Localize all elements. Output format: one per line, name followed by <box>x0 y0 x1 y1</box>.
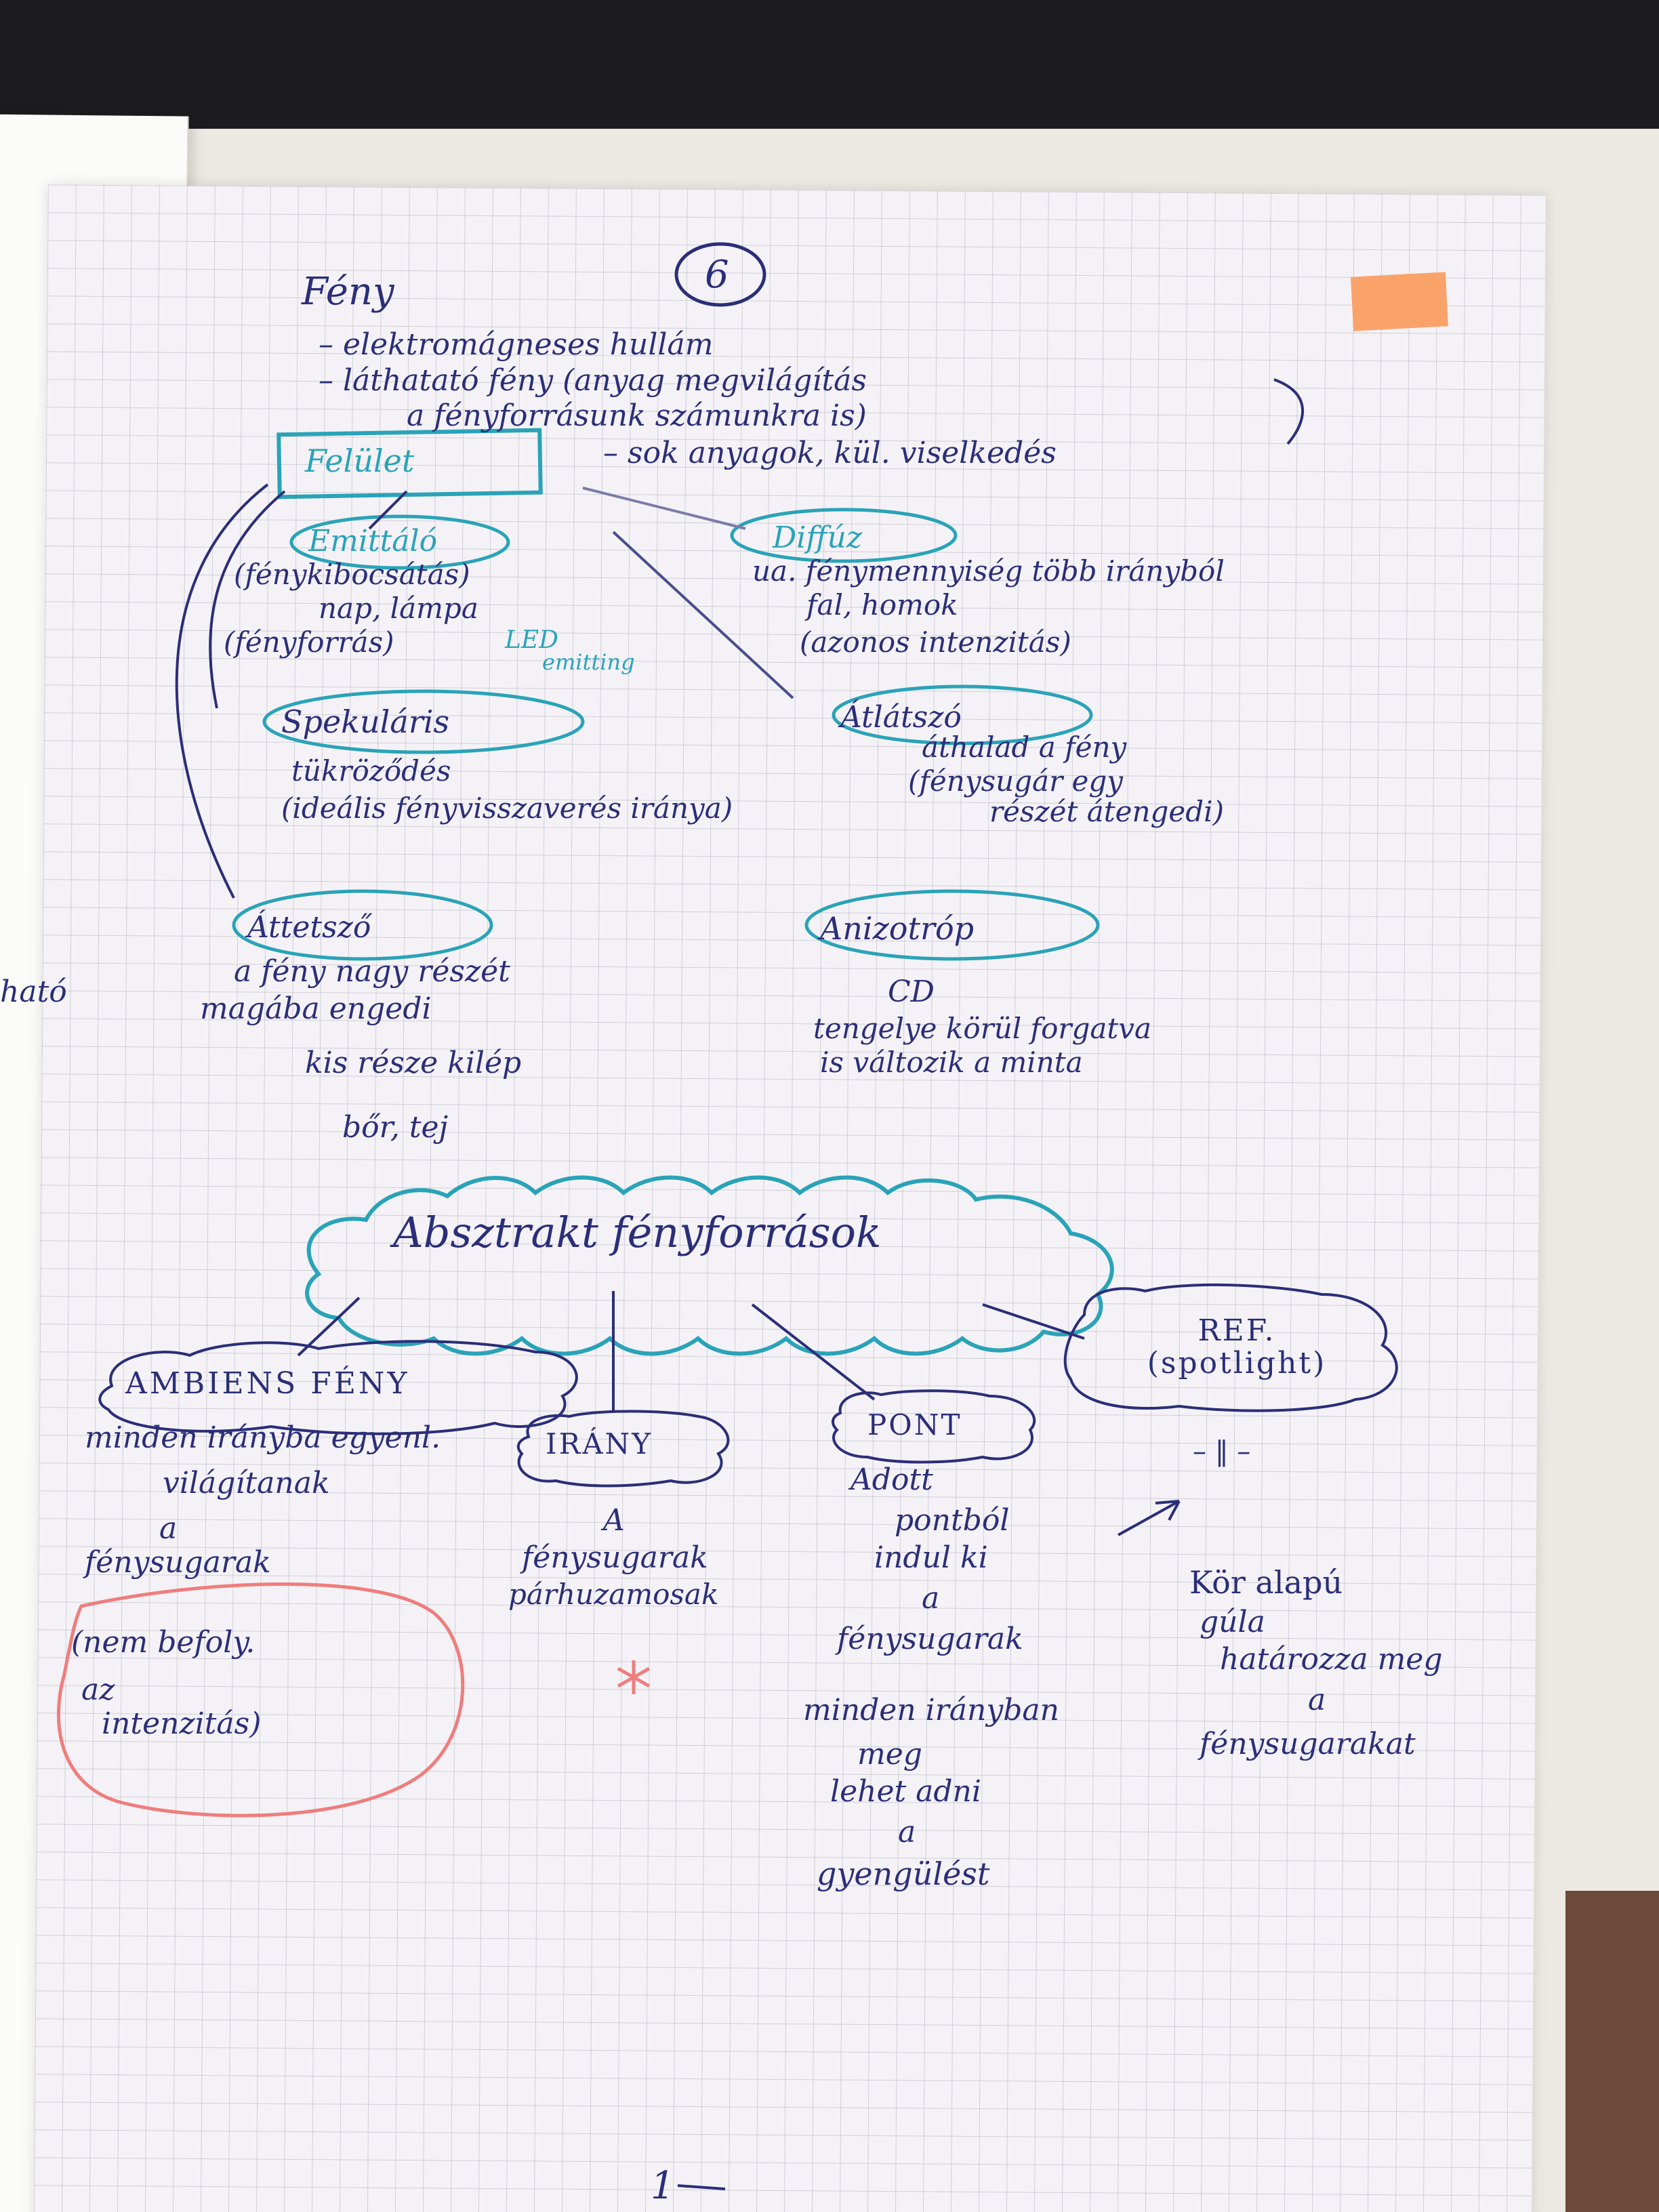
line-to-attetszo <box>175 483 269 899</box>
atlatszo-line-1: áthalad a fény <box>922 731 1127 764</box>
intro-bracket <box>1273 378 1305 445</box>
page-number-circle <box>674 242 766 307</box>
left-margin-text: ható <box>0 975 67 1009</box>
reflektor-line-4: a <box>1308 1683 1326 1717</box>
reflektor-line-1: Kör alapú <box>1189 1564 1343 1601</box>
pink-loop <box>56 1582 465 1818</box>
line-to-reflektor <box>982 1303 1085 1340</box>
pink-asterisk <box>617 1660 651 1694</box>
attetszo-line-3: kis része kilép <box>305 1046 522 1080</box>
arrow-mark <box>1118 1500 1181 1536</box>
reflektor-line-5: fénysugarakat <box>1200 1727 1416 1761</box>
attetszo-label: Áttetsző <box>247 910 371 945</box>
anizotrop-ellipse <box>804 889 1100 961</box>
irany-label: IRÁNY <box>546 1427 653 1460</box>
pink-note-line-1: (nem befoly. <box>71 1625 255 1660</box>
diffuz-line-3: (azonos intenzitás) <box>800 626 1071 659</box>
diffuz-label: Diffúz <box>773 520 863 555</box>
absztrakt-cloud <box>305 1175 1114 1356</box>
irany-cloud <box>516 1410 730 1488</box>
emitting-label: emitting <box>542 649 635 675</box>
anizotrop-label: Anizotróp <box>820 910 975 947</box>
anizotrop-line-3: is változik a minta <box>820 1046 1083 1079</box>
pont-line-8: lehet adni <box>830 1774 981 1809</box>
absztrakt-label: Absztrakt fényforrások <box>393 1208 882 1257</box>
atlatszo-line-2: (fénysugár egy <box>908 764 1123 798</box>
intro-line-2: – láthatató fény (anyag megvilágítás <box>319 363 867 398</box>
ditto-mark: – ‖ – <box>1193 1436 1251 1467</box>
intro-line-3: a fényforrásunk számunkra is) <box>407 398 867 433</box>
atlatszo-label: Átlátszó <box>840 700 962 735</box>
felulet-label: Felület <box>305 443 415 479</box>
pont-line-2: pontból <box>895 1503 1010 1538</box>
atlatszo-ellipse <box>832 684 1093 745</box>
spekularis-line-2: (ideális fényvisszaverés iránya) <box>281 792 733 825</box>
irany-line-2: fénysugarak <box>522 1540 708 1575</box>
emittalo-line-2: nap, lámpa <box>319 592 478 625</box>
spekularis-ellipse <box>262 689 585 754</box>
pont-line-3: indul ki <box>874 1540 988 1575</box>
pont-line-6: minden irányban <box>803 1693 1059 1727</box>
spekularis-line-1: tükröződés <box>291 754 451 787</box>
line-to-emittalo <box>368 490 408 530</box>
emittalo-label: Emittáló <box>308 524 438 558</box>
pont-line-5: fénysugarak <box>837 1622 1023 1656</box>
anizotrop-line-2: tengelye körül forgatva <box>813 1012 1152 1045</box>
emittalo-ellipse <box>289 514 510 570</box>
reflektor-line-3: határozza meg <box>1220 1642 1443 1677</box>
attetszo-line-1: a fény nagy részét <box>234 954 510 989</box>
reflektor-cloud <box>1063 1283 1398 1412</box>
pont-line-10: gyengülést <box>817 1856 990 1892</box>
pink-note-line-2: az <box>81 1673 115 1707</box>
reflektor-label: REF. (spotlight) <box>1147 1313 1327 1381</box>
ambiens-label: AMBIENS FÉNY <box>125 1366 410 1401</box>
pont-label: PONT <box>867 1408 962 1441</box>
spekularis-label: Spekuláris <box>281 703 450 740</box>
diffuz-line-1: ua. fénymennyiség több irányból <box>752 554 1225 588</box>
ambiens-line-4: fénysugarak <box>85 1545 271 1580</box>
page-number: 6 <box>705 253 729 297</box>
intro-line-1: – elektromágneses hullám <box>319 327 714 362</box>
line-to-spekularis <box>209 490 286 709</box>
page-title: Fény <box>302 270 394 314</box>
emittalo-line-3: (fényforrás) <box>224 626 394 659</box>
led-label: LED <box>505 626 559 654</box>
line-to-pont <box>751 1303 876 1401</box>
diffuz-ellipse <box>730 508 958 563</box>
pont-line-1: Adott <box>851 1462 933 1497</box>
irany-line-1: A <box>603 1503 625 1538</box>
attetszo-line-4: bőr, tej <box>342 1110 449 1145</box>
irany-line-3: párhuzamosak <box>508 1578 719 1611</box>
wooden-table-corner <box>1565 1891 1659 2212</box>
pont-line-9: a <box>898 1815 916 1849</box>
bottom-mark: 1 <box>651 2164 675 2208</box>
pink-note-line-3: intenzitás) <box>102 1706 262 1741</box>
line-to-diffuz <box>582 487 746 530</box>
bottom-dash <box>677 2184 726 2190</box>
ambiens-cloud <box>98 1340 578 1435</box>
attetszo-line-2: magába engedi <box>200 991 432 1026</box>
emittalo-line-1: (fénykibocsátás) <box>234 558 470 591</box>
diffuz-line-2: fal, homok <box>806 588 958 621</box>
felulet-note: – sok anyagok, kül. viselkedés <box>603 436 1057 470</box>
reflektor-line-2: gúla <box>1200 1605 1265 1639</box>
pont-cloud <box>832 1389 1036 1464</box>
attetszo-ellipse <box>232 889 493 961</box>
line-to-atlatszo <box>612 531 794 699</box>
pont-line-7: meg <box>857 1737 922 1771</box>
anizotrop-line-1: CD <box>888 975 935 1009</box>
atlatszo-line-3: részét átengedi) <box>989 795 1224 828</box>
ambiens-line-1: minden irányba egyenl. <box>85 1420 441 1455</box>
felulet-box <box>276 428 543 499</box>
ambiens-line-3: a <box>159 1511 178 1546</box>
ambiens-line-2: világítanak <box>163 1466 330 1500</box>
pont-line-4: a <box>922 1581 940 1616</box>
